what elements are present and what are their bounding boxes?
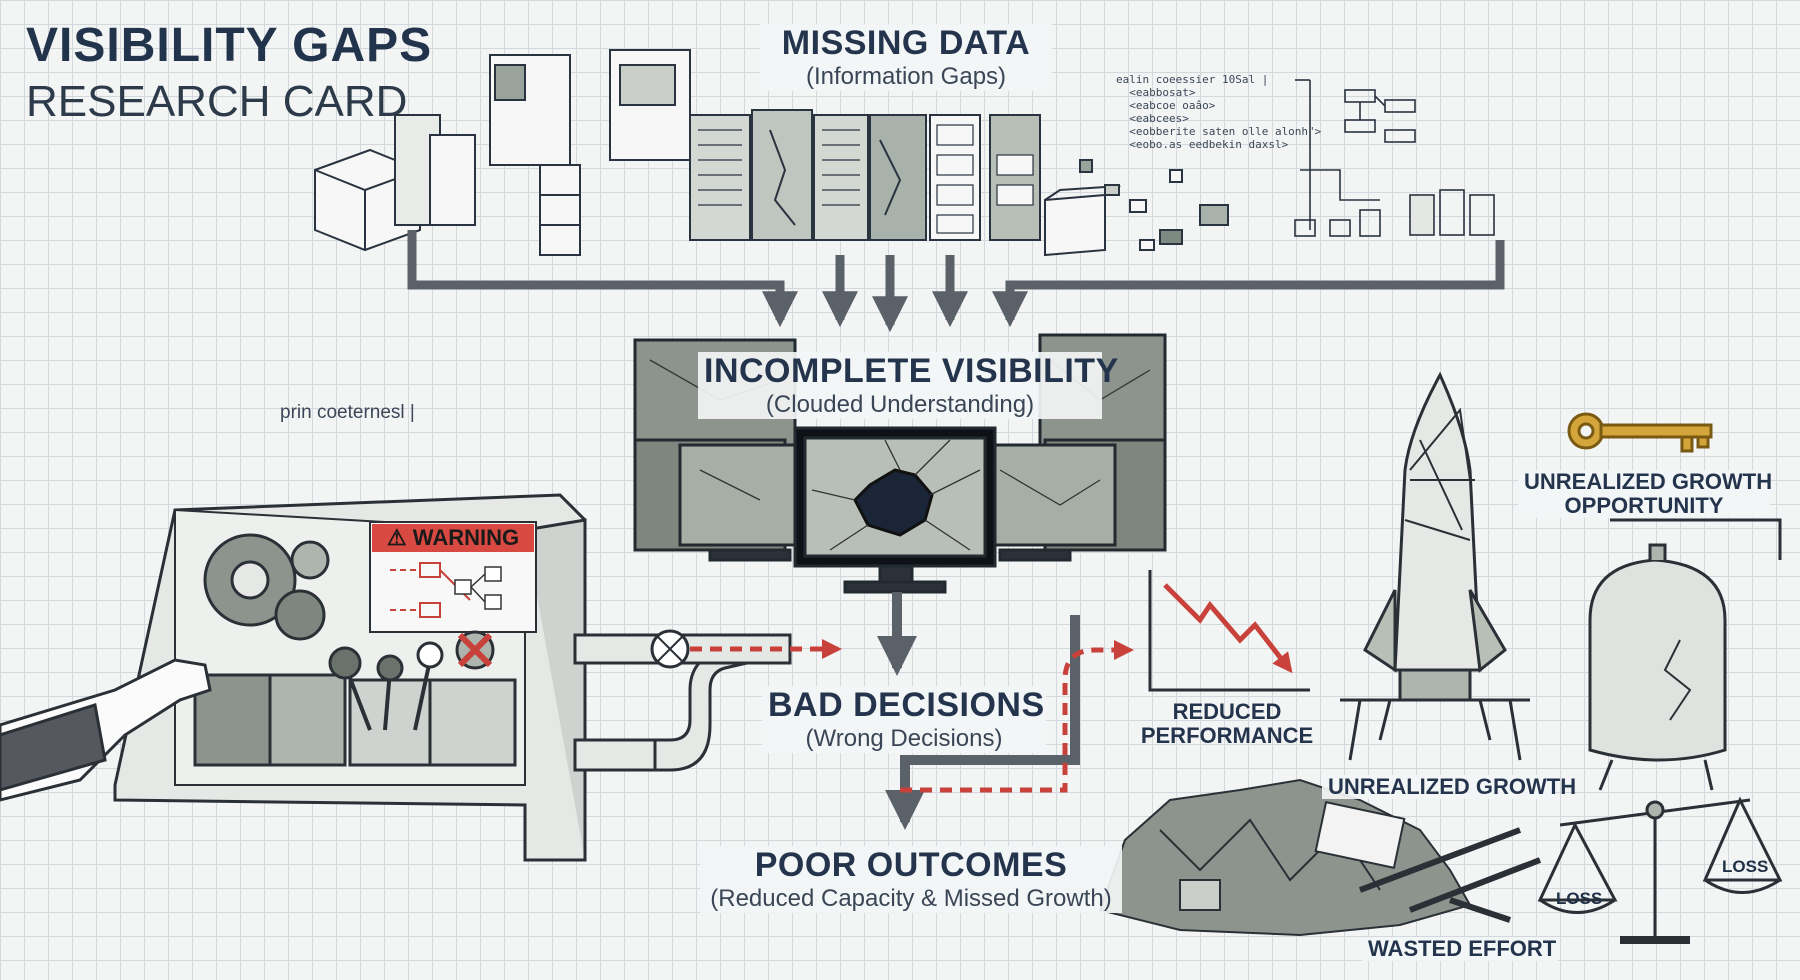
warning-label: ⚠ WARNING <box>372 524 534 552</box>
scrap-pile-illustration <box>1098 778 1542 937</box>
poor-outcomes-node: POOR OUTCOMES (Reduced Capacity & Missed… <box>700 846 1122 913</box>
warning-text: WARNING <box>412 525 520 550</box>
poor-outcomes-subtitle: (Reduced Capacity & Missed Growth) <box>710 885 1112 912</box>
incomplete-visibility-title: INCOMPLETE VISIBILITY <box>704 352 1119 390</box>
title-main: VISIBILITY GAPS <box>26 19 433 72</box>
rocket-illustration <box>1340 371 1530 761</box>
schema-scribble: ealin coeessier 10Sal | <eabbosat> <eabc… <box>1116 73 1322 151</box>
wasted-effort-label: WASTED EFFORT <box>1362 937 1558 961</box>
bad-decisions-title: BAD DECISIONS <box>768 686 1045 724</box>
cracked-tank-illustration <box>1588 518 1782 791</box>
unrealized-growth-opportunity-label: UNREALIZED GROWTH OPPORTUNITY <box>1518 469 1773 518</box>
loss-left-label: LOSS <box>1556 889 1603 908</box>
missing-data-node: MISSING DATA (Information Gaps) <box>760 24 1052 91</box>
side-scribble: prin coeternesl | <box>280 402 415 423</box>
missing-data-subtitle: (Information Gaps) <box>805 63 1007 90</box>
incomplete-visibility-subtitle: (Clouded Understanding) <box>765 391 1035 418</box>
loss-right-label: LOSS <box>1722 857 1769 876</box>
red-dashed-flows <box>690 639 1134 793</box>
data-sources-illustration <box>314 49 1495 257</box>
control-panel <box>0 493 587 862</box>
bad-decisions-subtitle: (Wrong Decisions) <box>805 725 1003 752</box>
reduced-performance-line1: REDUCED <box>1172 699 1282 724</box>
missing-data-title: MISSING DATA <box>781 24 1031 62</box>
title-subtitle: RESEARCH CARD <box>26 77 408 126</box>
bad-decisions-node: BAD DECISIONS (Wrong Decisions) <box>762 686 1046 753</box>
pipes <box>573 629 792 772</box>
research-card-title: VISIBILITY GAPS RESEARCH CARD <box>26 18 432 127</box>
unrealized-growth-label: UNREALIZED GROWTH <box>1322 775 1576 799</box>
key-icon <box>1567 412 1713 453</box>
poor-outcomes-title: POOR OUTCOMES <box>754 846 1068 884</box>
balance-scale-icon <box>1537 796 1783 944</box>
converging-arrows <box>407 230 1505 333</box>
reduced-performance-chart <box>1148 570 1310 692</box>
reduced-performance-line2: PERFORMANCE <box>1140 723 1314 748</box>
warning-triangle-icon: ⚠ <box>386 525 407 550</box>
incomplete-visibility-node: INCOMPLETE VISIBILITY (Clouded Understan… <box>698 352 1119 419</box>
opportunity-line2: OPPORTUNITY <box>1564 493 1724 518</box>
reduced-performance-label: REDUCED PERFORMANCE <box>1132 700 1322 748</box>
opportunity-line1: UNREALIZED GROWTH <box>1524 469 1773 494</box>
